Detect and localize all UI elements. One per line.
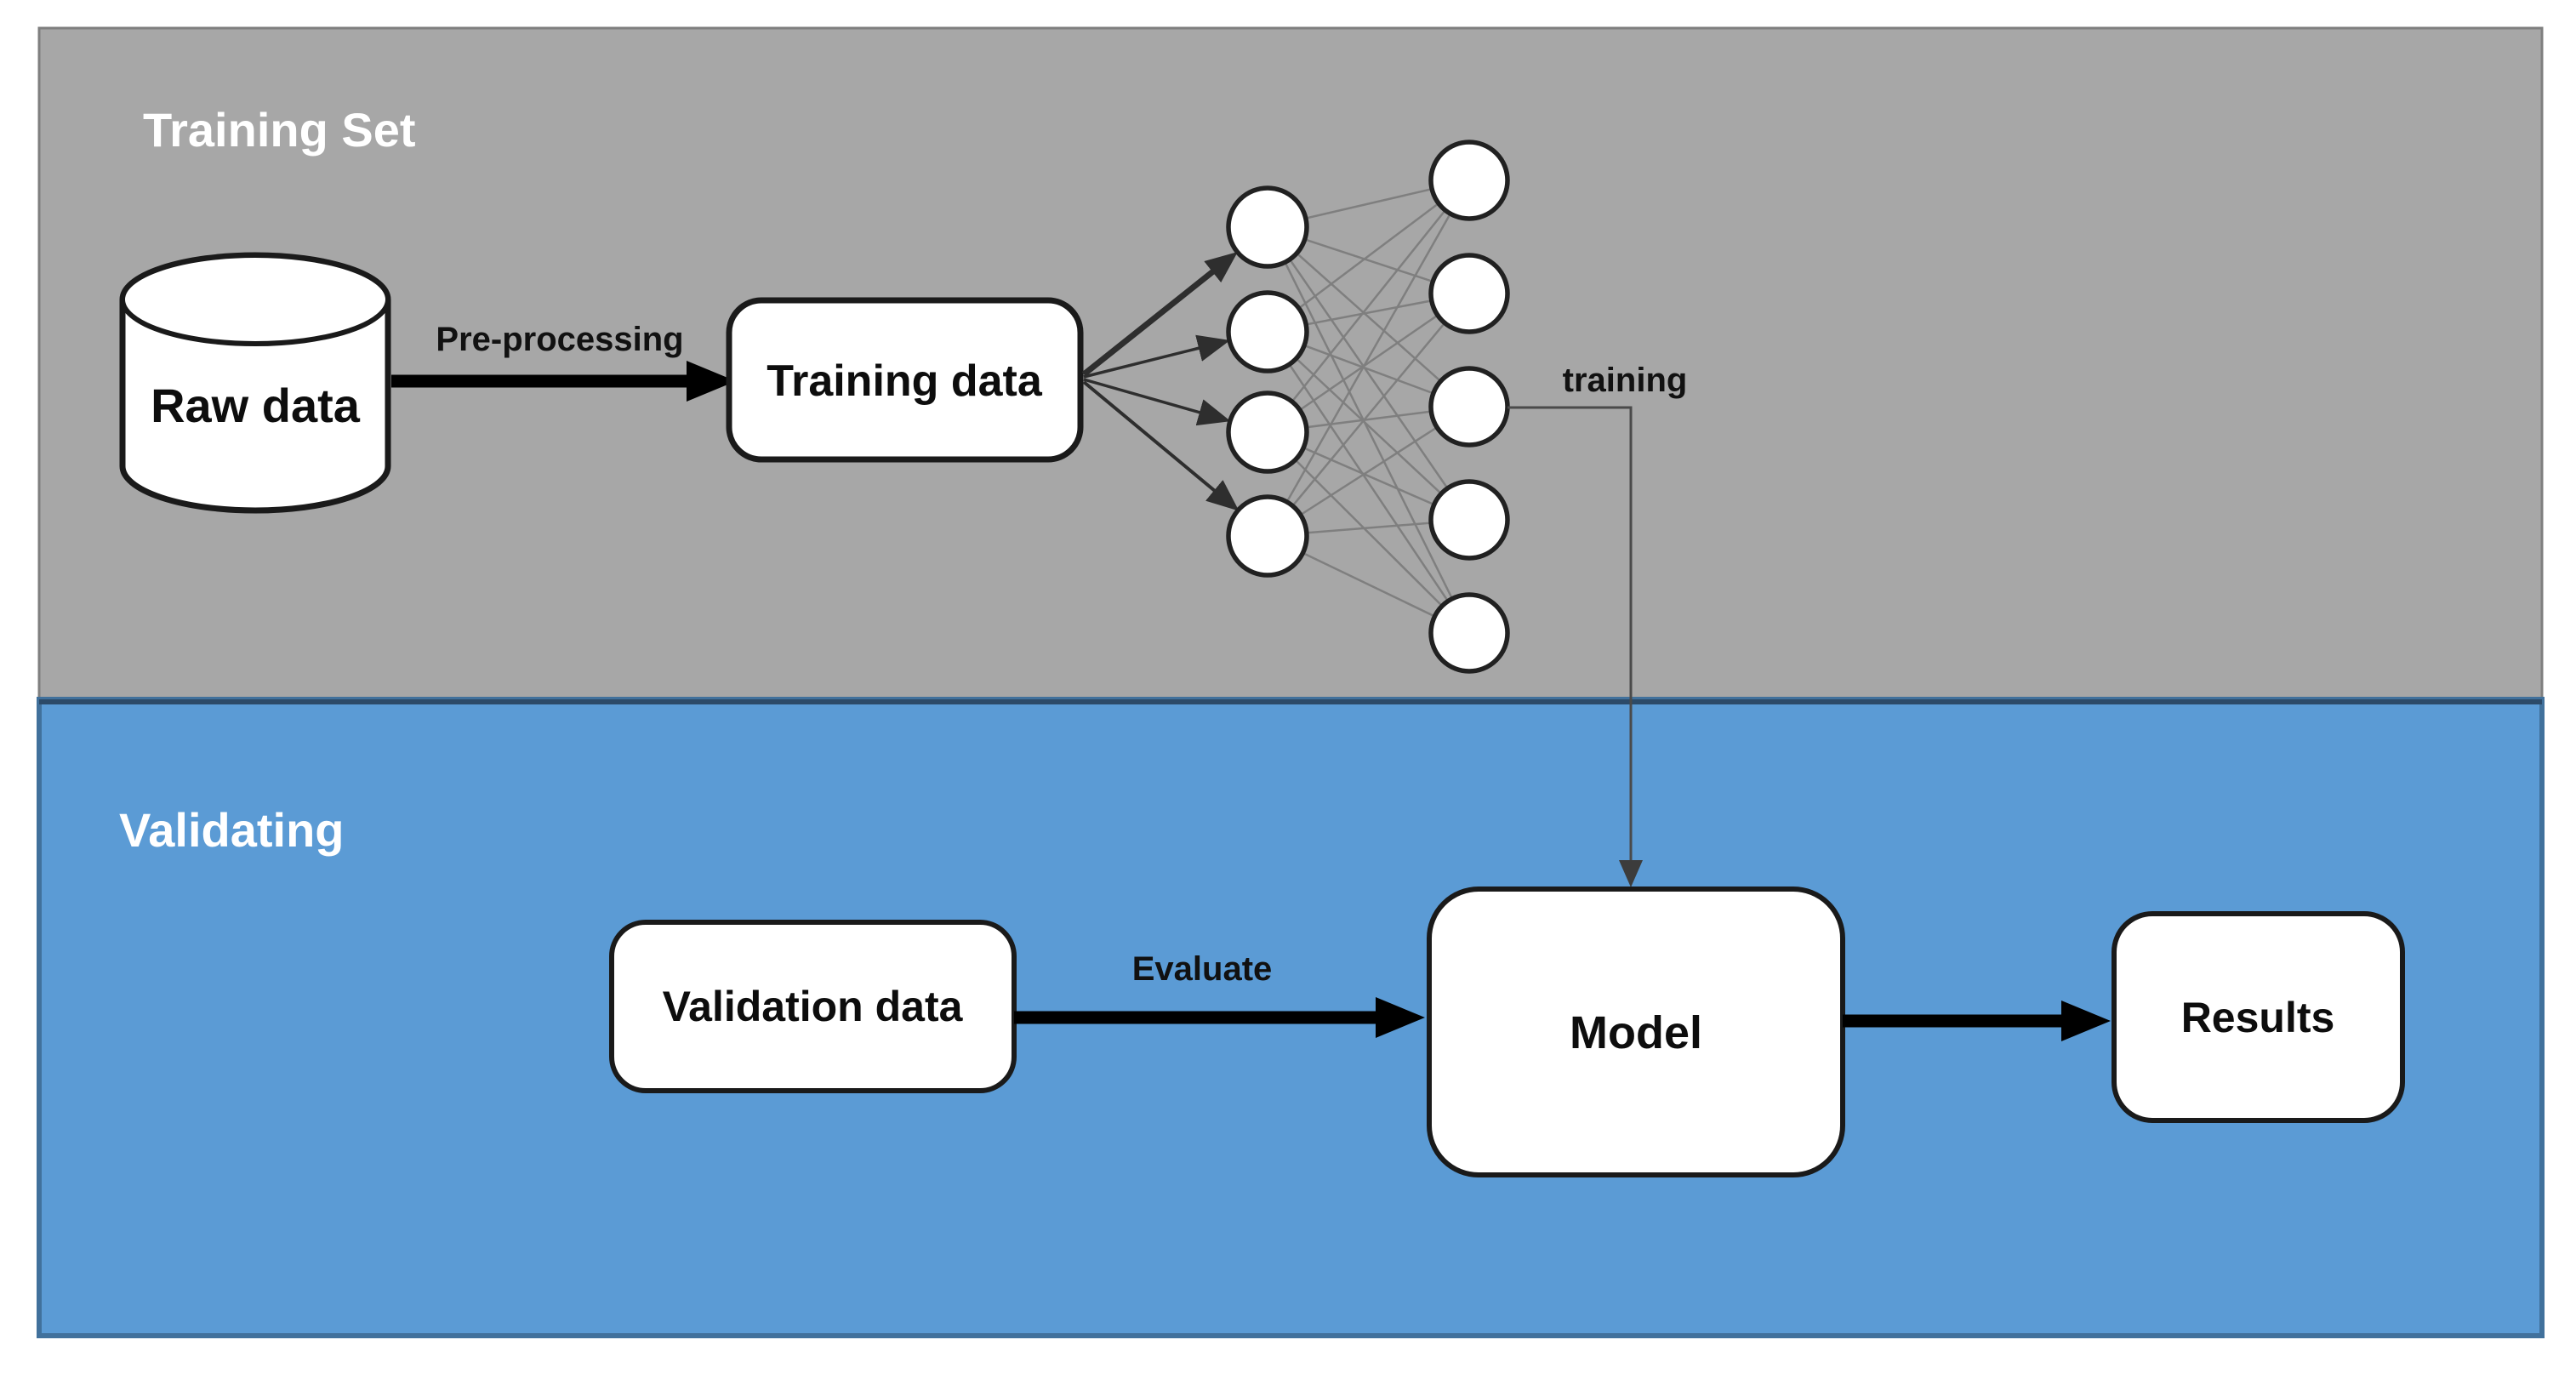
input-neuron	[1226, 494, 1309, 578]
fan-arrow-3	[1083, 378, 1231, 426]
fan-arrow-1	[1081, 251, 1238, 377]
raw-data-node: Raw data	[119, 252, 391, 514]
fan-arrow-4	[1082, 380, 1240, 511]
validation-data-label: Validation data	[663, 983, 964, 1030]
training-set-title: Training Set	[143, 103, 416, 157]
training-data-node: Training data	[726, 297, 1084, 463]
input-neuron	[1226, 290, 1309, 373]
network-connection-line	[1266, 226, 1471, 634]
network-connection-line	[1266, 180, 1471, 537]
output-neuron	[1428, 253, 1510, 334]
network-connection-line	[1266, 226, 1471, 521]
results-label: Results	[2181, 994, 2335, 1041]
input-neuron	[1226, 185, 1309, 269]
raw-data-label: Raw data	[151, 379, 361, 432]
output-neuron	[1428, 592, 1510, 674]
network-connection-line	[1267, 331, 1470, 521]
network-input-layer	[1226, 185, 1309, 578]
fan-out-arrows	[1081, 251, 1240, 511]
training-connector	[1507, 406, 1643, 887]
network-connection-line	[1267, 180, 1470, 333]
network-connection-line	[1267, 180, 1470, 433]
input-neuron	[1226, 391, 1309, 474]
network-connection-line	[1266, 331, 1471, 634]
validating-title: Validating	[119, 803, 345, 857]
network-output-layer	[1428, 140, 1510, 674]
fan-arrow-2	[1083, 334, 1230, 379]
network-connection-line	[1267, 293, 1470, 537]
model-node: Model	[1427, 887, 1845, 1177]
model-label: Model	[1570, 1007, 1702, 1058]
output-neuron	[1428, 479, 1510, 561]
model-box	[1427, 887, 1845, 1177]
output-neuron	[1428, 140, 1510, 221]
network-connections	[1266, 179, 1471, 635]
network-connection-line	[1267, 226, 1470, 408]
training-data-label: Training data	[767, 356, 1043, 406]
training-data-box	[726, 297, 1084, 463]
training-label: training	[1563, 362, 1688, 399]
network-connection-line	[1267, 431, 1470, 634]
pre-processing-label: Pre-processing	[436, 321, 683, 358]
validation-data-box	[609, 920, 1017, 1093]
evaluate-label: Evaluate	[1132, 950, 1273, 988]
results-box	[2112, 911, 2405, 1123]
results-node: Results	[2112, 911, 2405, 1123]
cylinder-top	[120, 253, 390, 346]
output-neuron	[1428, 366, 1510, 448]
validation-data-node: Validation data	[609, 920, 1017, 1093]
